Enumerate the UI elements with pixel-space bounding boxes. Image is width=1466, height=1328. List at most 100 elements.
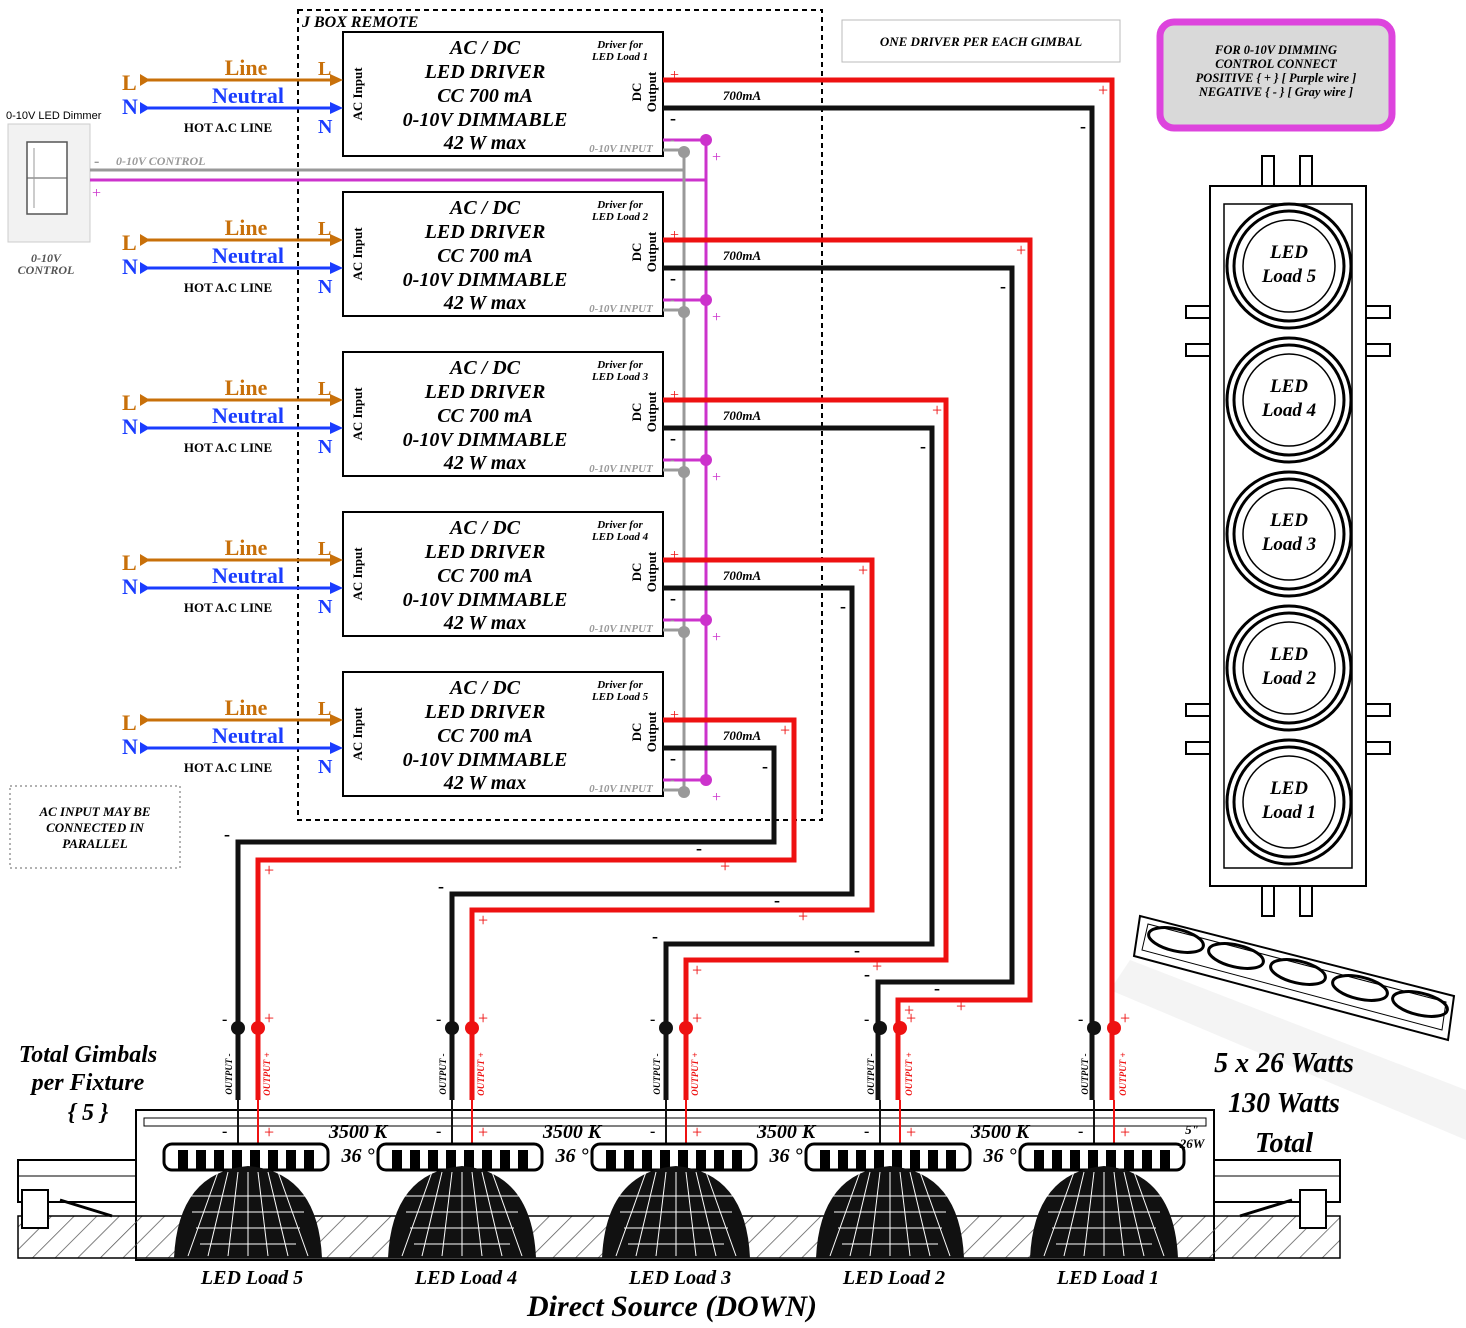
positive-wire-load-3: [663, 397, 949, 1100]
heatsink-fin: [732, 1150, 742, 1170]
terminal-minus-mark: -: [436, 1011, 441, 1028]
driver-for-label: LED Load 3: [591, 371, 649, 383]
line-arrow-tail: [140, 554, 150, 566]
route-minus-mark: -: [1080, 116, 1086, 136]
dim-neg-node: [678, 306, 690, 318]
dome-rib: [909, 1171, 931, 1257]
route-plus-mark: +: [692, 960, 702, 980]
terminal-negative: [659, 1021, 673, 1035]
neutral-letter: N: [122, 254, 138, 279]
neutral-arrow-tail: [140, 262, 150, 274]
fixture-ring-mid: [1232, 611, 1346, 725]
dim-plus-mark: +: [712, 469, 721, 486]
heatsink-fin: [250, 1150, 260, 1170]
dimming-note-line-1: FOR 0-10V DIMMING: [1214, 43, 1337, 57]
line-arrow: [330, 234, 343, 246]
fixture-ring-inner: [1242, 487, 1336, 581]
output-pos-label: OUTPUT +: [1118, 1052, 1128, 1095]
neutral-word: Neutral: [212, 83, 284, 108]
dim-neg-node: [678, 786, 690, 798]
one-driver-note: ONE DRIVER PER EACH GIMBAL: [880, 34, 1082, 49]
negative-wire-load-2: [663, 265, 1015, 1100]
lead-minus-mark: -: [864, 1123, 869, 1140]
dome-rib: [277, 1171, 309, 1257]
neutral-arrow: [330, 102, 343, 114]
dim-input-label: 0-10V INPUT: [589, 143, 654, 155]
control-minus: -: [94, 153, 99, 170]
dome-rib: [1083, 1171, 1095, 1257]
cct-label: 3500 K: [328, 1121, 389, 1143]
gimbal-heatsink: [590, 1142, 758, 1172]
route-minus-mark: -: [920, 436, 926, 456]
dome-rib: [421, 1171, 443, 1257]
route-plus-mark: +: [932, 400, 942, 420]
neutral-arrow-tail: [140, 422, 150, 434]
fixture-ring-outer: [1225, 336, 1353, 464]
neutral-arrow: [330, 422, 343, 434]
line-arrow: [330, 554, 343, 566]
terminal-positive: [679, 1021, 693, 1035]
driver-box: [342, 671, 664, 797]
heatsink-fin: [696, 1150, 706, 1170]
total-gimbals-3: { 5 }: [68, 1100, 109, 1126]
heatsink-fin: [304, 1150, 314, 1170]
hot-line-label: HOT A.C LINE: [184, 120, 272, 135]
output-plus-mark: +: [670, 387, 679, 404]
line-word: Line: [225, 55, 268, 80]
heatsink-fin: [838, 1150, 848, 1170]
line-terminal-letter: L: [318, 218, 331, 240]
heatsink-fin: [660, 1150, 670, 1170]
lead-minus-mark: -: [222, 1123, 227, 1140]
route-minus-mark: -: [224, 824, 230, 844]
dome-rib: [1123, 1171, 1145, 1257]
neutral-letter: N: [122, 574, 138, 599]
gimbal-heatsink: [804, 1142, 972, 1172]
route-plus-mark: +: [780, 720, 790, 740]
one-driver-note-box: [841, 19, 1121, 63]
negative-wire-load-3: [663, 425, 935, 1100]
fixture-load-label: LED: [1269, 242, 1308, 263]
line-letter: L: [122, 230, 137, 255]
line-word: Line: [225, 535, 268, 560]
watts-3: Total: [1255, 1128, 1313, 1159]
positive-wire-load-1: [663, 77, 1115, 1100]
ac-input-label: AC Input: [350, 67, 365, 121]
fixture-ring-mid: [1232, 209, 1346, 323]
hot-line-label: HOT A.C LINE: [184, 280, 272, 295]
cct-label: 3500 K: [756, 1121, 817, 1143]
neutral-arrow: [330, 262, 343, 274]
neutral-terminal-letter: N: [318, 596, 333, 618]
lead-minus-mark: -: [1078, 1123, 1083, 1140]
negative-wire-load-4: [449, 585, 855, 1100]
dome-rib: [869, 1171, 881, 1257]
lead-plus-mark: +: [478, 1122, 488, 1142]
route-minus-mark: -: [438, 876, 444, 896]
dc-output-label: Output: [644, 711, 659, 752]
dim-neg-node: [678, 466, 690, 478]
line-terminal-letter: L: [318, 58, 331, 80]
ac-input-label: AC Input: [350, 387, 365, 441]
dimming-note: FOR 0-10V DIMMING CONTROL CONNECT POSITI…: [1156, 18, 1396, 132]
route-plus-mark: +: [1098, 80, 1108, 100]
heatsink-fin: [606, 1150, 616, 1170]
driver-title-line: AC / DC: [448, 197, 521, 219]
load-label: LED Load 5: [200, 1267, 303, 1289]
fixture-load-label: Load 1: [1261, 802, 1316, 823]
fixture-load-label: LED: [1269, 376, 1308, 397]
dim-pos-node: [700, 294, 712, 306]
heatsink-fin: [928, 1150, 938, 1170]
dome-rib: [401, 1171, 433, 1257]
dome-rib: [615, 1171, 647, 1257]
driver-title-line: 42 W max: [443, 132, 527, 154]
terminal-plus-mark: +: [906, 1008, 916, 1028]
driver-title-line: 0-10V DIMMABLE: [403, 749, 568, 771]
heatsink-fin: [820, 1150, 830, 1170]
output-plus-mark: +: [670, 227, 679, 244]
negative-wire-load-5: [235, 745, 777, 1100]
size-note-2: 26W: [1179, 1136, 1206, 1151]
